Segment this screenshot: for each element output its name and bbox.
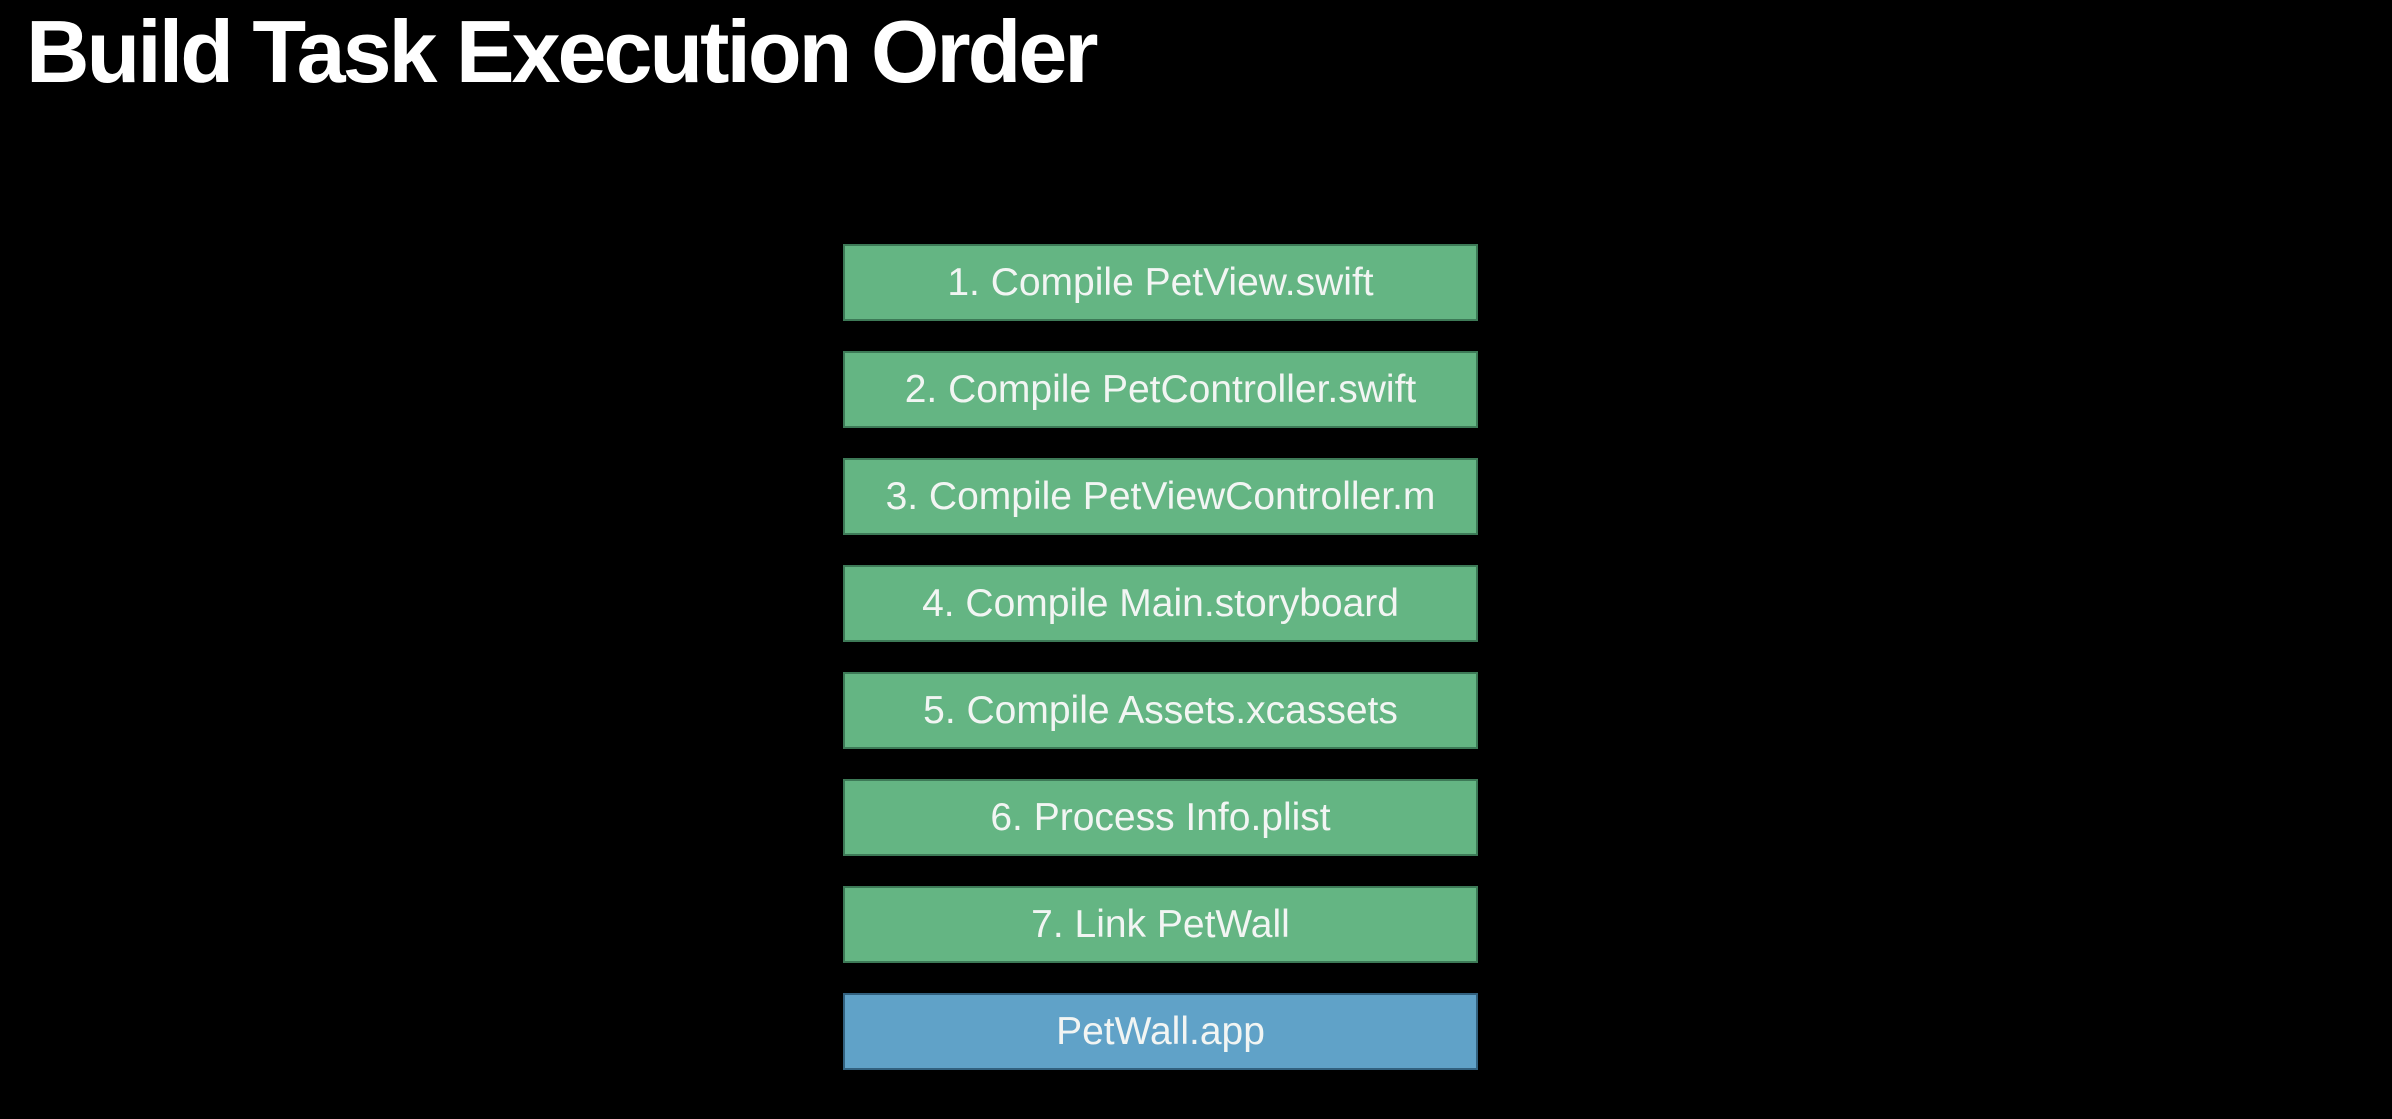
build-task-stack: 1. Compile PetView.swift 2. Compile PetC… (843, 244, 1478, 1070)
task-box-1: 1. Compile PetView.swift (843, 244, 1478, 321)
task-box-5-label: 5. Compile Assets.xcassets (923, 689, 1398, 732)
slide-title: Build Task Execution Order (26, 2, 1099, 101)
task-box-6: 6. Process Info.plist (843, 779, 1478, 856)
task-box-6-label: 6. Process Info.plist (990, 796, 1331, 839)
task-box-5: 5. Compile Assets.xcassets (843, 672, 1478, 749)
task-box-4: 4. Compile Main.storyboard (843, 565, 1478, 642)
task-box-7-label: 7. Link PetWall (1031, 903, 1290, 946)
output-box: PetWall.app (843, 993, 1478, 1070)
task-box-1-label: 1. Compile PetView.swift (947, 261, 1374, 304)
task-box-2-label: 2. Compile PetController.swift (904, 368, 1417, 411)
task-box-3: 3. Compile PetViewController.m (843, 458, 1478, 535)
task-box-4-label: 4. Compile Main.storyboard (922, 582, 1399, 625)
task-box-7: 7. Link PetWall (843, 886, 1478, 963)
output-box-label: PetWall.app (1056, 1010, 1265, 1053)
task-box-3-label: 3. Compile PetViewController.m (885, 475, 1436, 518)
task-box-2: 2. Compile PetController.swift (843, 351, 1478, 428)
